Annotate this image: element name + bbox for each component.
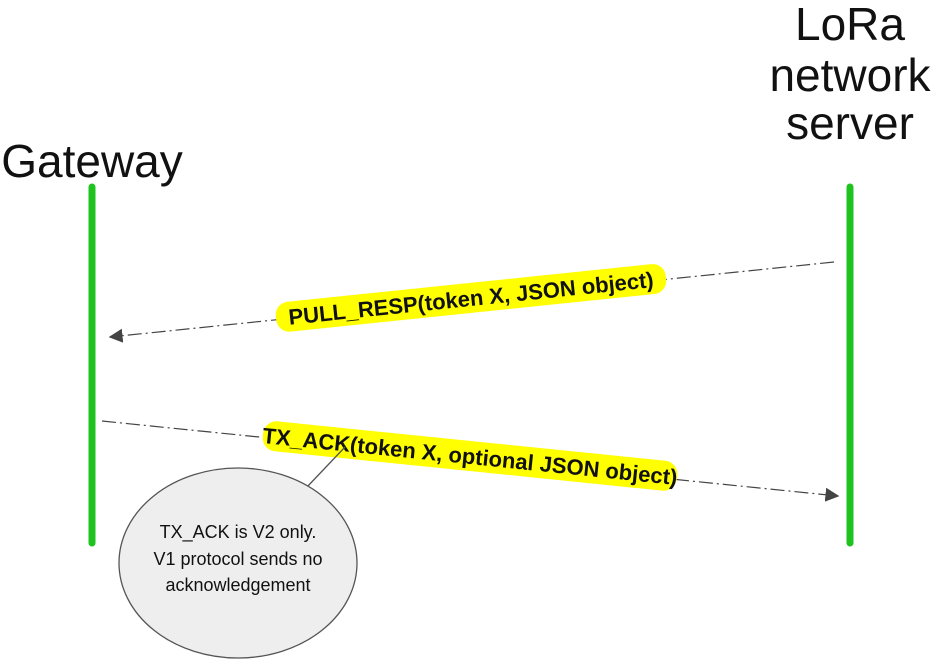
note-bubble (118, 467, 358, 659)
server-label-line-3: server (786, 97, 914, 149)
note-connector (306, 446, 346, 488)
note-line-1: TX_ACK is V2 only. (160, 522, 317, 543)
tx-ack-label-group: TX_ACK(token X, optional JSON object) (261, 421, 679, 491)
tx-ack-label-highlight (262, 421, 678, 491)
note-line-3: acknowledgement (165, 575, 310, 595)
server-label-line-1: LoRa (795, 0, 905, 50)
pull-resp-label-highlight (275, 264, 667, 332)
note-line-2: V1 protocol sends no (153, 549, 322, 569)
server-label-line-2: network (769, 49, 931, 101)
gateway-label: Gateway (1, 135, 183, 187)
pull-resp-label-group: PULL_RESP(token X, JSON object) (275, 264, 667, 332)
